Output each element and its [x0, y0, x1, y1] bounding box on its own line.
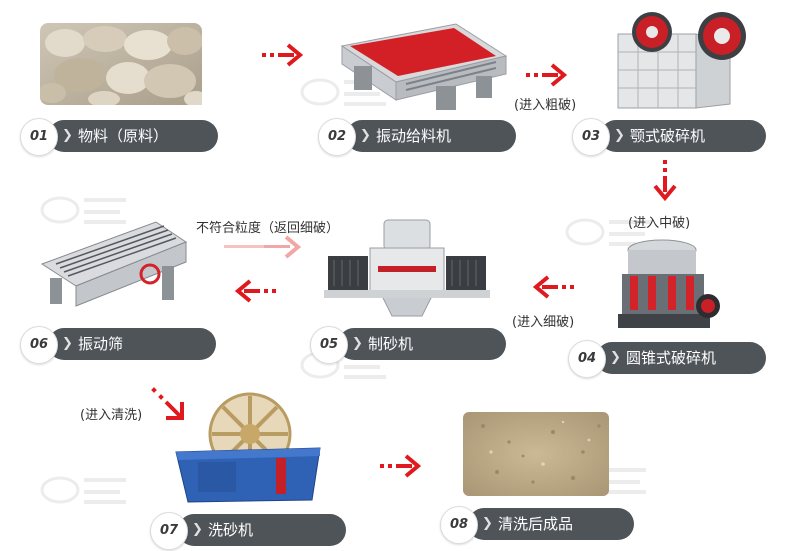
note-coarse-crushing: (进入粗破)	[514, 98, 577, 113]
sand-washer-image	[175, 392, 321, 503]
arrow-left	[532, 275, 574, 299]
jaw-crusher-image	[617, 12, 746, 109]
step-number: 02	[318, 118, 356, 156]
chevron-right-icon: ❯	[360, 128, 371, 143]
step-number: 06	[20, 326, 58, 364]
raw-stones-image	[40, 23, 202, 105]
step-label: 圆锥式破碎机	[626, 349, 717, 367]
chevron-right-icon: ❯	[352, 336, 363, 351]
arrow-right	[526, 63, 568, 87]
vibrating-screen-image	[40, 221, 188, 307]
step-08: ❯ 清洗后成品 08	[440, 506, 634, 544]
step-label: 制砂机	[368, 335, 414, 353]
step-pill: ❯ 物料（原料）	[48, 120, 218, 152]
step-number: 04	[568, 340, 606, 378]
step-label: 颚式破碎机	[630, 127, 706, 145]
chevron-right-icon: ❯	[610, 350, 621, 365]
step-number: 01	[20, 118, 58, 156]
chevron-right-icon: ❯	[482, 516, 493, 531]
arrow-left	[234, 279, 276, 303]
step-pill: ❯ 圆锥式破碎机	[596, 342, 766, 374]
chevron-right-icon: ❯	[62, 128, 73, 143]
step-pill: ❯ 颚式破碎机	[600, 120, 766, 152]
note-return-fine-crushing: 不符合粒度（返回细破）	[196, 221, 340, 236]
note-washing: (进入清洗)	[80, 408, 143, 423]
step-pill: ❯ 洗砂机	[178, 514, 346, 546]
finished-sand-image	[463, 412, 609, 496]
step-02: ❯ 振动给料机 02	[318, 118, 516, 156]
arrow-right	[262, 43, 304, 67]
step-05: ❯ 制砂机 05	[310, 326, 506, 364]
return-arrow-right	[224, 235, 302, 259]
step-pill: ❯ 制砂机	[338, 328, 506, 360]
step-label: 洗砂机	[208, 521, 254, 539]
step-pill: ❯ 清洗后成品	[468, 508, 634, 540]
step-04: ❯ 圆锥式破碎机 04	[568, 340, 766, 378]
step-07: ❯ 洗砂机 07	[150, 512, 346, 550]
step-06: ❯ 振动筛 06	[20, 326, 216, 364]
step-number: 05	[310, 326, 348, 364]
step-01: ❯ 物料（原料） 01	[20, 118, 218, 156]
cone-crusher-image	[618, 239, 720, 328]
step-number: 03	[572, 118, 610, 156]
step-label: 振动给料机	[376, 127, 452, 145]
step-pill: ❯ 振动筛	[48, 328, 216, 360]
watermark-logo	[40, 476, 126, 504]
step-number: 08	[440, 506, 478, 544]
step-label: 物料（原料）	[78, 127, 169, 145]
step-label: 清洗后成品	[498, 515, 574, 533]
watermark-logo	[40, 196, 126, 224]
step-number: 07	[150, 512, 188, 550]
note-medium-crushing: (进入中破)	[628, 216, 691, 231]
arrow-diagonal-down	[151, 387, 184, 420]
sand-making-machine-image	[324, 219, 490, 317]
chevron-right-icon: ❯	[614, 128, 625, 143]
chevron-right-icon: ❯	[62, 336, 73, 351]
arrow-down	[653, 160, 677, 202]
step-pill: ❯ 振动给料机	[346, 120, 516, 152]
note-fine-crushing: (进入细破)	[512, 315, 575, 330]
chevron-right-icon: ❯	[192, 522, 203, 537]
arrow-right	[380, 454, 422, 478]
step-03: ❯ 颚式破碎机 03	[572, 118, 768, 156]
vibrating-feeder-image	[340, 23, 508, 110]
step-label: 振动筛	[78, 335, 124, 353]
